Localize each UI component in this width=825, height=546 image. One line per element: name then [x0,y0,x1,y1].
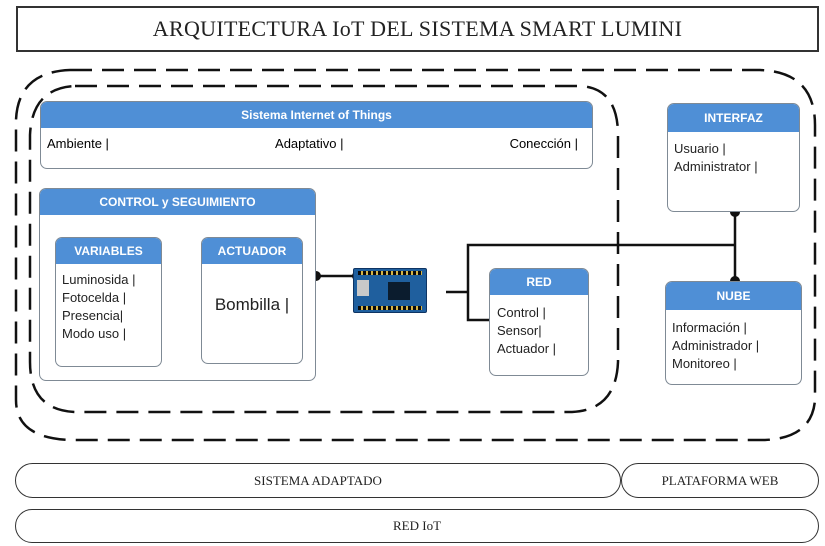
nube-body: Información | Administrador | Monitoreo … [666,310,801,373]
red-item-control: Control | [497,305,546,320]
interfaz-item-administrator: Administrator | [674,159,758,174]
iot-item-conexion: Conección | [509,136,578,151]
sistema-adaptado-layer: SISTEMA ADAPTADO [15,463,621,498]
variables-box: VARIABLES Luminosida | Fotocelda | Prese… [55,237,162,367]
variable-fotocelda: Fotocelda | [62,290,127,305]
nube-box: NUBE Información | Administrador | Monit… [665,281,802,385]
variable-modo-uso: Modo uso | [62,326,127,341]
nube-header: NUBE [666,282,801,310]
variable-presencia: Presencia| [62,308,124,323]
iot-system-header: Sistema Internet of Things [41,102,592,128]
actuador-header: ACTUADOR [202,238,302,264]
control-seguimiento-header: CONTROL y SEGUIMIENTO [40,189,315,215]
interfaz-body: Usuario | Administrator | [668,132,799,176]
iot-system-box: Sistema Internet of Things Ambiente | Ad… [40,101,593,169]
nube-item-monitoreo: Monitoreo | [672,356,737,371]
red-box: RED Control | Sensor| Actuador | [489,268,589,376]
inner-dashed-boundary [28,84,620,414]
board-red-connector [446,243,735,322]
plataforma-web-layer: PLATAFORMA WEB [621,463,819,498]
diagram-title: ARQUITECTURA IoT DEL SISTEMA SMART LUMIN… [16,6,819,52]
iot-item-adaptativo: Adaptativo | [275,136,344,151]
interfaz-header: INTERFAZ [668,104,799,132]
nube-item-administrador: Administrador | [672,338,760,353]
red-item-actuador: Actuador | [497,341,557,356]
red-header: RED [490,269,588,295]
arduino-board-icon [353,268,427,313]
outer-dashed-boundary [14,68,817,442]
actuador-body: Bombilla | [214,295,290,314]
variables-body: Luminosida | Fotocelda | Presencia| Modo… [56,264,161,343]
nube-item-informacion: Información | [672,320,747,335]
iot-item-ambiente: Ambiente | [47,136,109,151]
variable-luminosidad: Luminosida | [62,272,136,287]
interfaz-item-usuario: Usuario | [674,141,726,156]
red-body: Control | Sensor| Actuador | [490,295,588,358]
red-iot-layer: RED IoT [15,509,819,543]
interfaz-box: INTERFAZ Usuario | Administrator | [667,103,800,212]
red-item-sensor: Sensor| [497,323,542,338]
iot-system-items: Ambiente | Adaptativo | Conección | [41,128,592,151]
actuador-box: ACTUADOR Bombilla | [201,237,303,364]
variables-header: VARIABLES [56,238,161,264]
